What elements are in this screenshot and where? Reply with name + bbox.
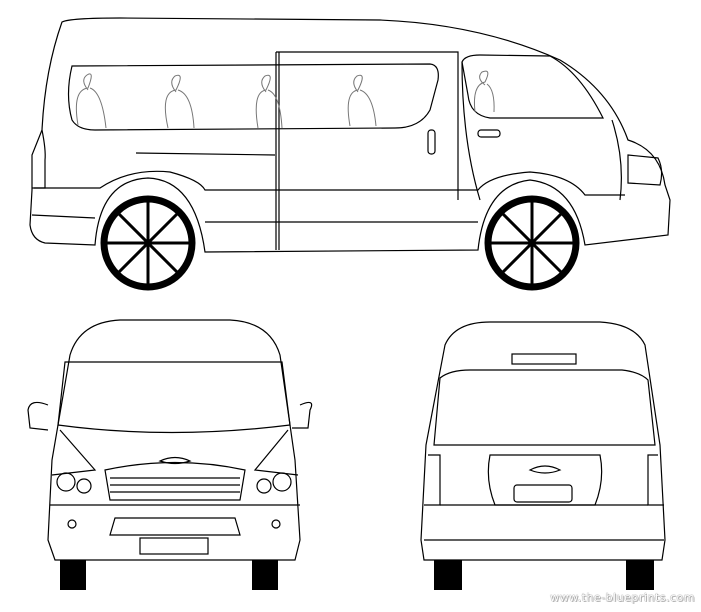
sliding-door [275,51,459,250]
headlight [76,478,92,494]
headlight [256,478,272,494]
watermark: www.the-blueprints.com [550,591,695,604]
side-body-outline [29,17,671,253]
brand-logo-rear [528,465,562,474]
front-license-plate [139,537,209,555]
rear-bumper [424,504,664,541]
bumper [50,504,300,536]
side-windows [67,63,439,131]
front-body-outline [47,319,301,561]
fog-light [67,519,77,529]
front-left-tire [60,560,86,590]
mirrors [27,401,313,431]
side-beltline [34,170,625,196]
rear-wheel [100,195,196,291]
grille-slats [110,477,240,493]
rear-view [420,321,666,590]
windshield [57,361,291,434]
front-door-handle [477,129,501,138]
door-handle [427,129,436,155]
side-lower-line [31,214,478,223]
headlight [56,472,76,492]
side-rear-light [32,129,46,189]
grille [104,461,246,501]
rear-brake-light [511,353,577,365]
front-right-tire [252,560,278,590]
front-wheel [484,195,580,291]
license-recess [487,454,603,506]
front-door [461,61,622,201]
headlight-side [627,154,663,186]
rear-right-tire [626,560,654,590]
front-view [27,319,313,590]
front-door-window [461,54,604,119]
seats [75,70,495,129]
headlight [272,472,292,492]
tail-lights [424,454,664,506]
side-view [29,17,671,291]
hood-lines [51,429,299,476]
rear-body-outline [420,321,666,561]
rear-left-tire [434,560,462,590]
rear-license-plate [513,484,573,503]
fog-light [271,519,281,529]
brand-logo [158,456,192,465]
side-trim [135,152,276,156]
rear-window [433,369,656,446]
